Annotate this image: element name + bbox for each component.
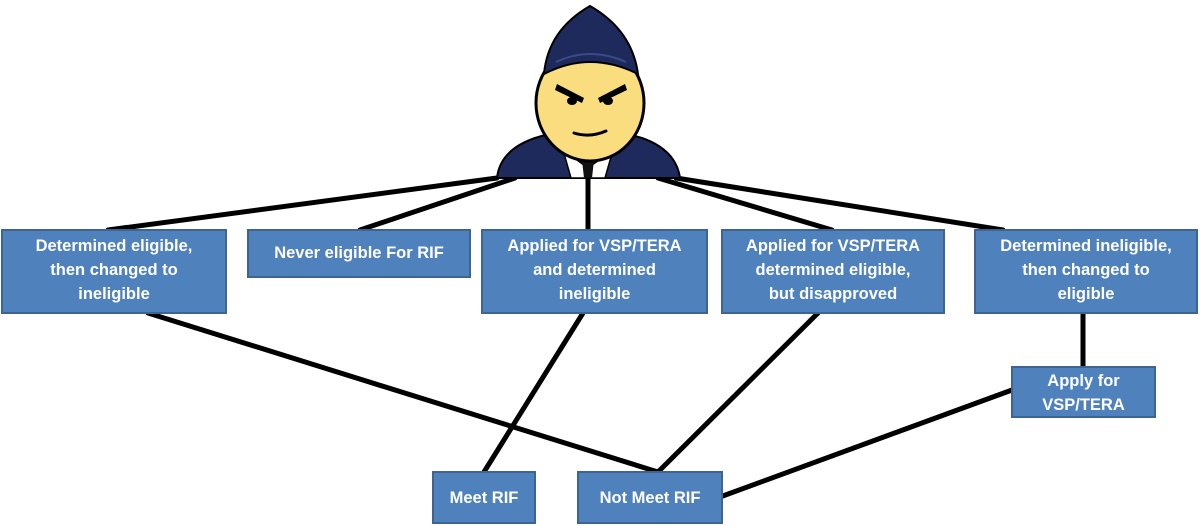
connectors: [105, 175, 1086, 500]
node-box: [481, 229, 708, 314]
connector-applied-disapproved-to-not-meet: [655, 310, 821, 475]
node-box: [974, 229, 1198, 314]
node-label-line: then changed to: [1022, 261, 1149, 279]
node-never-eligible: Never eligible For RIF: [247, 229, 471, 278]
node-determined-ineligible-changed: Determined ineligible, then changed to eli…: [974, 229, 1198, 314]
connector-applied-ineligible-to-meet: [481, 310, 586, 475]
node-label: Never eligible For RIF: [274, 244, 444, 262]
node-label-line: ineligible: [78, 285, 150, 303]
node-label: Meet RIF: [450, 489, 519, 507]
node-not-meet-rif: Not Meet RIF: [577, 471, 723, 524]
node-label-line: Apply for: [1047, 372, 1120, 390]
node-box: [1, 229, 227, 314]
node-label: Determined ineligible, then changed to eli…: [1000, 237, 1171, 303]
mouth: [572, 129, 608, 137]
right-eye: [603, 97, 613, 105]
node-box: [247, 229, 471, 278]
airman-icon: [495, 4, 682, 179]
node-label-line: VSP/TERA: [1042, 396, 1125, 414]
node-label-line: Meet RIF: [450, 489, 519, 507]
node-label-line: eligible: [1058, 285, 1115, 303]
node-label-line: determined eligible,: [756, 261, 911, 279]
node-label: Determined eligible, then changed to ineli…: [36, 237, 193, 303]
left-eyebrow: [555, 84, 584, 103]
left-eye: [567, 97, 577, 105]
node-box: [1011, 366, 1156, 418]
connector-figure-to-never-eligible: [357, 175, 518, 233]
connector-figure-to-applied-disapproved: [655, 175, 835, 233]
node-label: Applied for VSP/TERA determined eligible,…: [746, 237, 920, 303]
node-label: Not Meet RIF: [600, 489, 701, 507]
node-label-line: Determined ineligible,: [1000, 237, 1171, 255]
connector-figure-to-determined-eligible: [105, 175, 500, 233]
connector-apply-to-not-meet: [717, 387, 1015, 500]
cap-fold: [555, 53, 627, 63]
node-label-line: Applied for VSP/TERA: [507, 237, 681, 255]
connector-determined-eligible-to-not-meet: [145, 310, 661, 475]
connector-figure-to-determined-ineligible: [673, 175, 1006, 233]
node-box: [721, 229, 945, 314]
node-label-line: ineligible: [559, 285, 631, 303]
node-label-line: but disapproved: [769, 285, 897, 303]
node-determined-eligible-changed: Determined eligible, then changed to ineli…: [1, 229, 227, 314]
node-label-line: Applied for VSP/TERA: [746, 237, 920, 255]
node-label-line: then changed to: [50, 261, 177, 279]
node-label-line: and determined: [533, 261, 656, 279]
node-applied-disapproved: Applied for VSP/TERA determined eligible,…: [721, 229, 945, 314]
node-label-line: Determined eligible,: [36, 237, 193, 255]
node-box: [432, 471, 536, 524]
node-label-line: Never eligible For RIF: [274, 244, 444, 262]
node-applied-ineligible: Applied for VSP/TERA and determined inelig…: [481, 229, 708, 314]
node-meet-rif: Meet RIF: [432, 471, 536, 524]
tie: [582, 160, 594, 178]
node-box: [577, 471, 723, 524]
node-label-line: Not Meet RIF: [600, 489, 701, 507]
node-label: Applied for VSP/TERA and determined inelig…: [507, 237, 681, 303]
